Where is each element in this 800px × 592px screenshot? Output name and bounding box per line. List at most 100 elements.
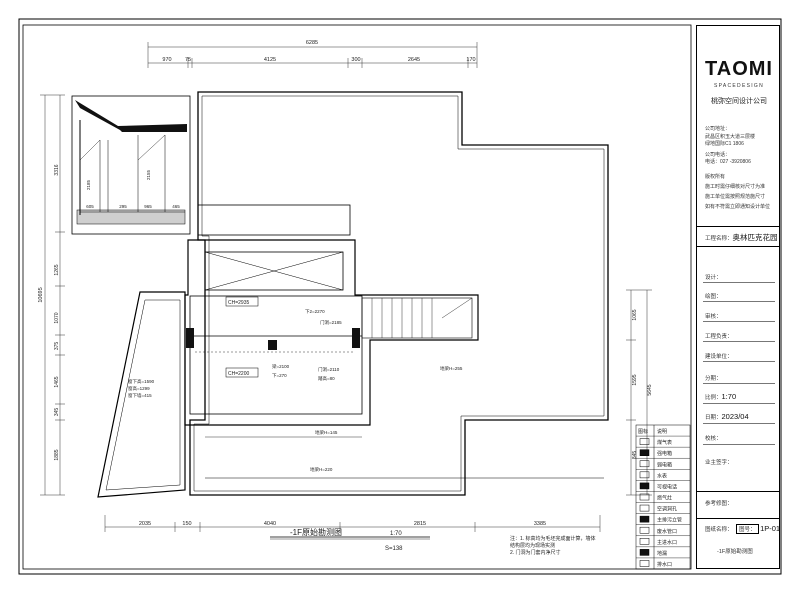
left-dim-1: 3316	[54, 164, 60, 175]
column-2	[352, 328, 360, 348]
legend-symbol-icon	[639, 449, 650, 456]
right-dim-2: 1595	[632, 374, 638, 385]
top-total-dim: 6285	[306, 40, 318, 46]
column-3	[268, 340, 277, 350]
drawing-no-box: 图号：	[736, 524, 759, 534]
label-door3: 门洞=2110	[318, 366, 340, 373]
label-beam3: 地梁H=255	[440, 365, 463, 372]
detail-dim-3: 605	[86, 204, 94, 209]
legend-item: 煤气表	[657, 439, 672, 446]
project-label: 工程名称：	[705, 236, 733, 242]
right-dim-1: 1065	[632, 309, 638, 320]
scale-label: 比例：	[705, 395, 722, 401]
left-dim-3: 1070	[54, 312, 60, 323]
label-beam4: 地梁H=145	[315, 429, 338, 436]
label-door4: 踏高=80	[318, 375, 335, 382]
company-name: 桃弥空间设计公司	[711, 98, 767, 105]
legend-item: 排水口	[657, 561, 672, 568]
drawing-scale: 1:70	[390, 531, 402, 537]
label-beam5: 地梁H=220	[310, 466, 333, 473]
legend-symbol-icon	[639, 482, 650, 490]
drawing-area: S=138	[385, 546, 403, 552]
rights-label: 版权所有	[705, 174, 726, 180]
label-beam1: 梁=2100	[272, 363, 290, 370]
detail-dim-5: 965	[144, 204, 152, 209]
left-total-dim: 10695	[38, 287, 44, 302]
right-dimensions	[626, 289, 652, 496]
row-phase: 分期：	[705, 376, 722, 382]
bottom-dimensions	[104, 515, 601, 532]
top-dim-3: 4125	[264, 57, 276, 63]
row-client: 建设单位：	[705, 354, 733, 360]
legend-table	[635, 424, 691, 570]
project-name: 奥林匹克花园	[732, 233, 778, 242]
drawing-no-value: 1P-01	[760, 524, 781, 533]
label-door1: 下2=2270	[305, 309, 325, 315]
legend-symbol-icon	[639, 538, 650, 545]
label-left-note-2: 窗高=1299	[128, 385, 150, 392]
address-line-1: 武昌区积玉大道三层楼	[705, 134, 756, 140]
left-dim-6: 345	[54, 408, 60, 417]
rights-line-2: 施工单位需按照规范施尺寸	[705, 194, 766, 200]
left-dim-2: 1265	[54, 264, 60, 275]
label-ch1: CH=2935	[228, 300, 249, 306]
left-dim-4: 375	[54, 342, 60, 351]
ref-label: 参考修图：	[705, 501, 733, 507]
detail-dim-2: 2155	[146, 169, 151, 180]
label-ch2: CH=2200	[228, 371, 249, 377]
legend-symbol-icon	[639, 515, 650, 523]
detail-dim-4: 295	[119, 204, 127, 209]
section-detail	[71, 95, 191, 235]
scale-value: 1:70	[721, 392, 737, 401]
legend-item: 主排污立管	[657, 517, 682, 524]
drawing-title: -1F原始勘测图	[290, 527, 342, 537]
floor-plan	[97, 91, 609, 498]
legend-item: 主进水口	[657, 539, 677, 546]
column-1	[186, 328, 194, 348]
legend-symbol-icon	[639, 504, 650, 512]
top-dim-1: 970	[162, 57, 171, 63]
outer-frame	[18, 18, 782, 575]
row-design: 设计：	[705, 275, 722, 281]
legend-symbol-icon	[639, 560, 650, 567]
legend-header-icon: 图标	[638, 428, 648, 435]
bottom-dim-1: 2035	[139, 521, 151, 527]
top-dim-6: 170	[466, 57, 475, 63]
phone-label: 公司电话：	[705, 152, 731, 158]
legend-item: 弱电箱	[657, 461, 672, 468]
label-left-note-1: 窗下高=1590	[128, 378, 155, 385]
legend-item: 废水管口	[657, 528, 677, 535]
left-dimensions	[40, 94, 65, 496]
company-logo: TAOMI	[705, 58, 773, 80]
legend-item: 水表	[657, 472, 667, 479]
date-value: 2023/04	[721, 412, 749, 421]
legend-rows: 图标说明煤气表强电箱弱电箱水表可视电话燃气灶空调洞孔主排污立管废水管口主进水口地…	[636, 428, 690, 568]
top-dim-2: 75	[185, 57, 191, 63]
logo-subtitle: SPACEDESIGN	[713, 83, 765, 89]
legend-symbol-icon	[639, 438, 650, 445]
rights-line-3: 如有不符需立即通知设计单位	[705, 204, 771, 210]
detail-dim-6: 465	[172, 204, 180, 209]
drawing-name-label: 图纸名称：	[705, 527, 733, 533]
bottom-dim-2: 150	[182, 521, 191, 527]
bottom-dim-3: 4040	[264, 521, 276, 527]
right-dim-3: 5645	[647, 384, 653, 395]
legend-symbol-icon	[639, 460, 650, 468]
row-check: 校核：	[705, 436, 722, 442]
top-dimensions	[147, 42, 478, 68]
phone-value: 电话：027 -3920806	[705, 159, 751, 165]
legend-symbol-icon	[639, 526, 650, 534]
legend-item: 燃气灶	[657, 495, 672, 502]
title-block: TAOMI SPACEDESIGN 桃弥空间设计公司 公司地址： 武昌区积玉大道…	[696, 25, 780, 569]
inner-frame	[22, 24, 692, 570]
legend-item: 强电箱	[657, 450, 672, 457]
legend-header-desc: 说明	[657, 428, 667, 435]
note-line-1: 注：1. 标高均为毛坯完成面计算，墙体	[510, 535, 596, 542]
bottom-dim-4: 2815	[414, 521, 426, 527]
address-line-2: 绿地国际C1 1806	[705, 141, 744, 147]
row-review: 审核：	[705, 314, 722, 320]
drawing-no-label: 图号：	[739, 527, 756, 533]
date-label: 日期：	[705, 415, 722, 421]
legend-symbol-icon	[639, 493, 650, 501]
